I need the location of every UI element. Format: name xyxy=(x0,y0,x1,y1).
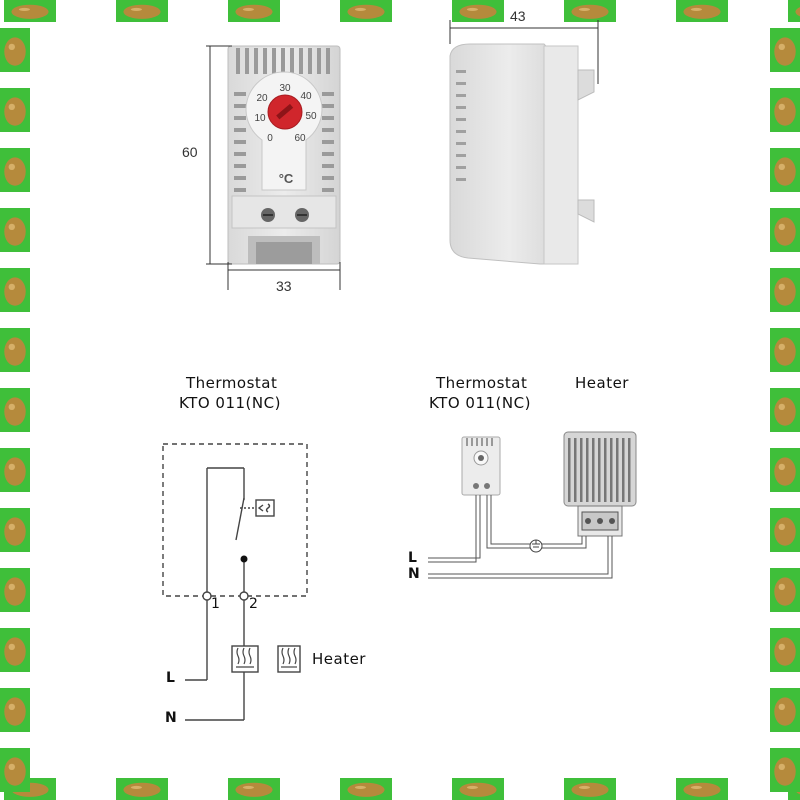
right-diagram-title: Thermostat xyxy=(436,374,528,392)
border-tile xyxy=(4,0,56,22)
border-tile xyxy=(770,28,800,72)
wiring-pictorial xyxy=(428,431,637,579)
left-diagram-title: Thermostat xyxy=(186,374,278,392)
mini-thermostat xyxy=(461,436,501,496)
border-tile xyxy=(770,148,800,192)
border-tile xyxy=(0,448,30,492)
dimension-height-label: 60 xyxy=(182,144,198,160)
line-L-label: L xyxy=(166,670,176,686)
right-line-L-label: L xyxy=(408,550,418,566)
border-tile xyxy=(0,628,30,672)
border-tile xyxy=(0,28,30,72)
thermostat-side-view xyxy=(449,43,595,265)
border-tile xyxy=(0,88,30,132)
heater-symbol xyxy=(231,645,259,673)
border-tile xyxy=(564,778,616,800)
border-tile xyxy=(340,0,392,22)
border-tile xyxy=(340,778,392,800)
border-tile xyxy=(0,568,30,612)
border-tile xyxy=(770,388,800,432)
dial-tick-label: 20 xyxy=(256,93,268,104)
border-tile xyxy=(0,328,30,372)
border-tile xyxy=(0,208,30,252)
border-tile xyxy=(676,0,728,22)
border-tile xyxy=(452,0,504,22)
border-tile xyxy=(0,688,30,732)
border-tile xyxy=(0,268,30,312)
border-tile xyxy=(770,328,800,372)
border-tile xyxy=(0,508,30,552)
heater-legend-symbol xyxy=(277,645,301,673)
border-tile xyxy=(770,268,800,312)
terminal-1 xyxy=(202,591,212,601)
right-line-N-label: N xyxy=(408,566,421,582)
border-tile xyxy=(116,778,168,800)
dimension-lines-side xyxy=(449,20,599,84)
dial-tick-label: 10 xyxy=(254,113,266,124)
border-tile xyxy=(788,0,800,22)
dimension-depth-label: 43 xyxy=(510,8,526,24)
dial-tick-label: 50 xyxy=(305,111,317,122)
border-tile xyxy=(770,448,800,492)
line-N-label: N xyxy=(165,710,178,726)
wiring-schematic xyxy=(162,443,308,721)
border-tile xyxy=(228,778,280,800)
border-tile xyxy=(770,208,800,252)
border-tile xyxy=(0,148,30,192)
dial-unit-label: °C xyxy=(279,171,294,186)
dimension-lines-front xyxy=(206,45,341,290)
dimension-width-label: 33 xyxy=(276,278,292,294)
border-tile xyxy=(770,568,800,612)
border-tile xyxy=(564,0,616,22)
heater-legend-label: Heater xyxy=(312,650,366,668)
terminal-2-label: 2 xyxy=(249,596,259,612)
border-tile xyxy=(0,388,30,432)
border-tile xyxy=(676,778,728,800)
left-diagram-model: KTO 011(NC) xyxy=(179,394,281,412)
dial-tick-label: 60 xyxy=(294,133,306,144)
border-tile xyxy=(0,748,30,792)
right-diagram-model: KTO 011(NC) xyxy=(429,394,531,412)
right-heater-title: Heater xyxy=(575,374,629,392)
border-tile xyxy=(770,688,800,732)
terminal-2 xyxy=(239,591,249,601)
dial-tick-label: 40 xyxy=(300,91,312,102)
border-tile xyxy=(452,778,504,800)
dial-tick-label: 30 xyxy=(279,83,291,94)
border-tile xyxy=(770,508,800,552)
border-tile xyxy=(228,0,280,22)
thermostat-front-view: 0 10 20 30 40 50 60 °C xyxy=(227,45,341,265)
border-tile xyxy=(770,88,800,132)
border-tile xyxy=(770,628,800,672)
border-tile xyxy=(770,748,800,792)
terminal-1-label: 1 xyxy=(211,596,221,612)
border-tile xyxy=(116,0,168,22)
dial-tick-label: 0 xyxy=(267,133,273,144)
